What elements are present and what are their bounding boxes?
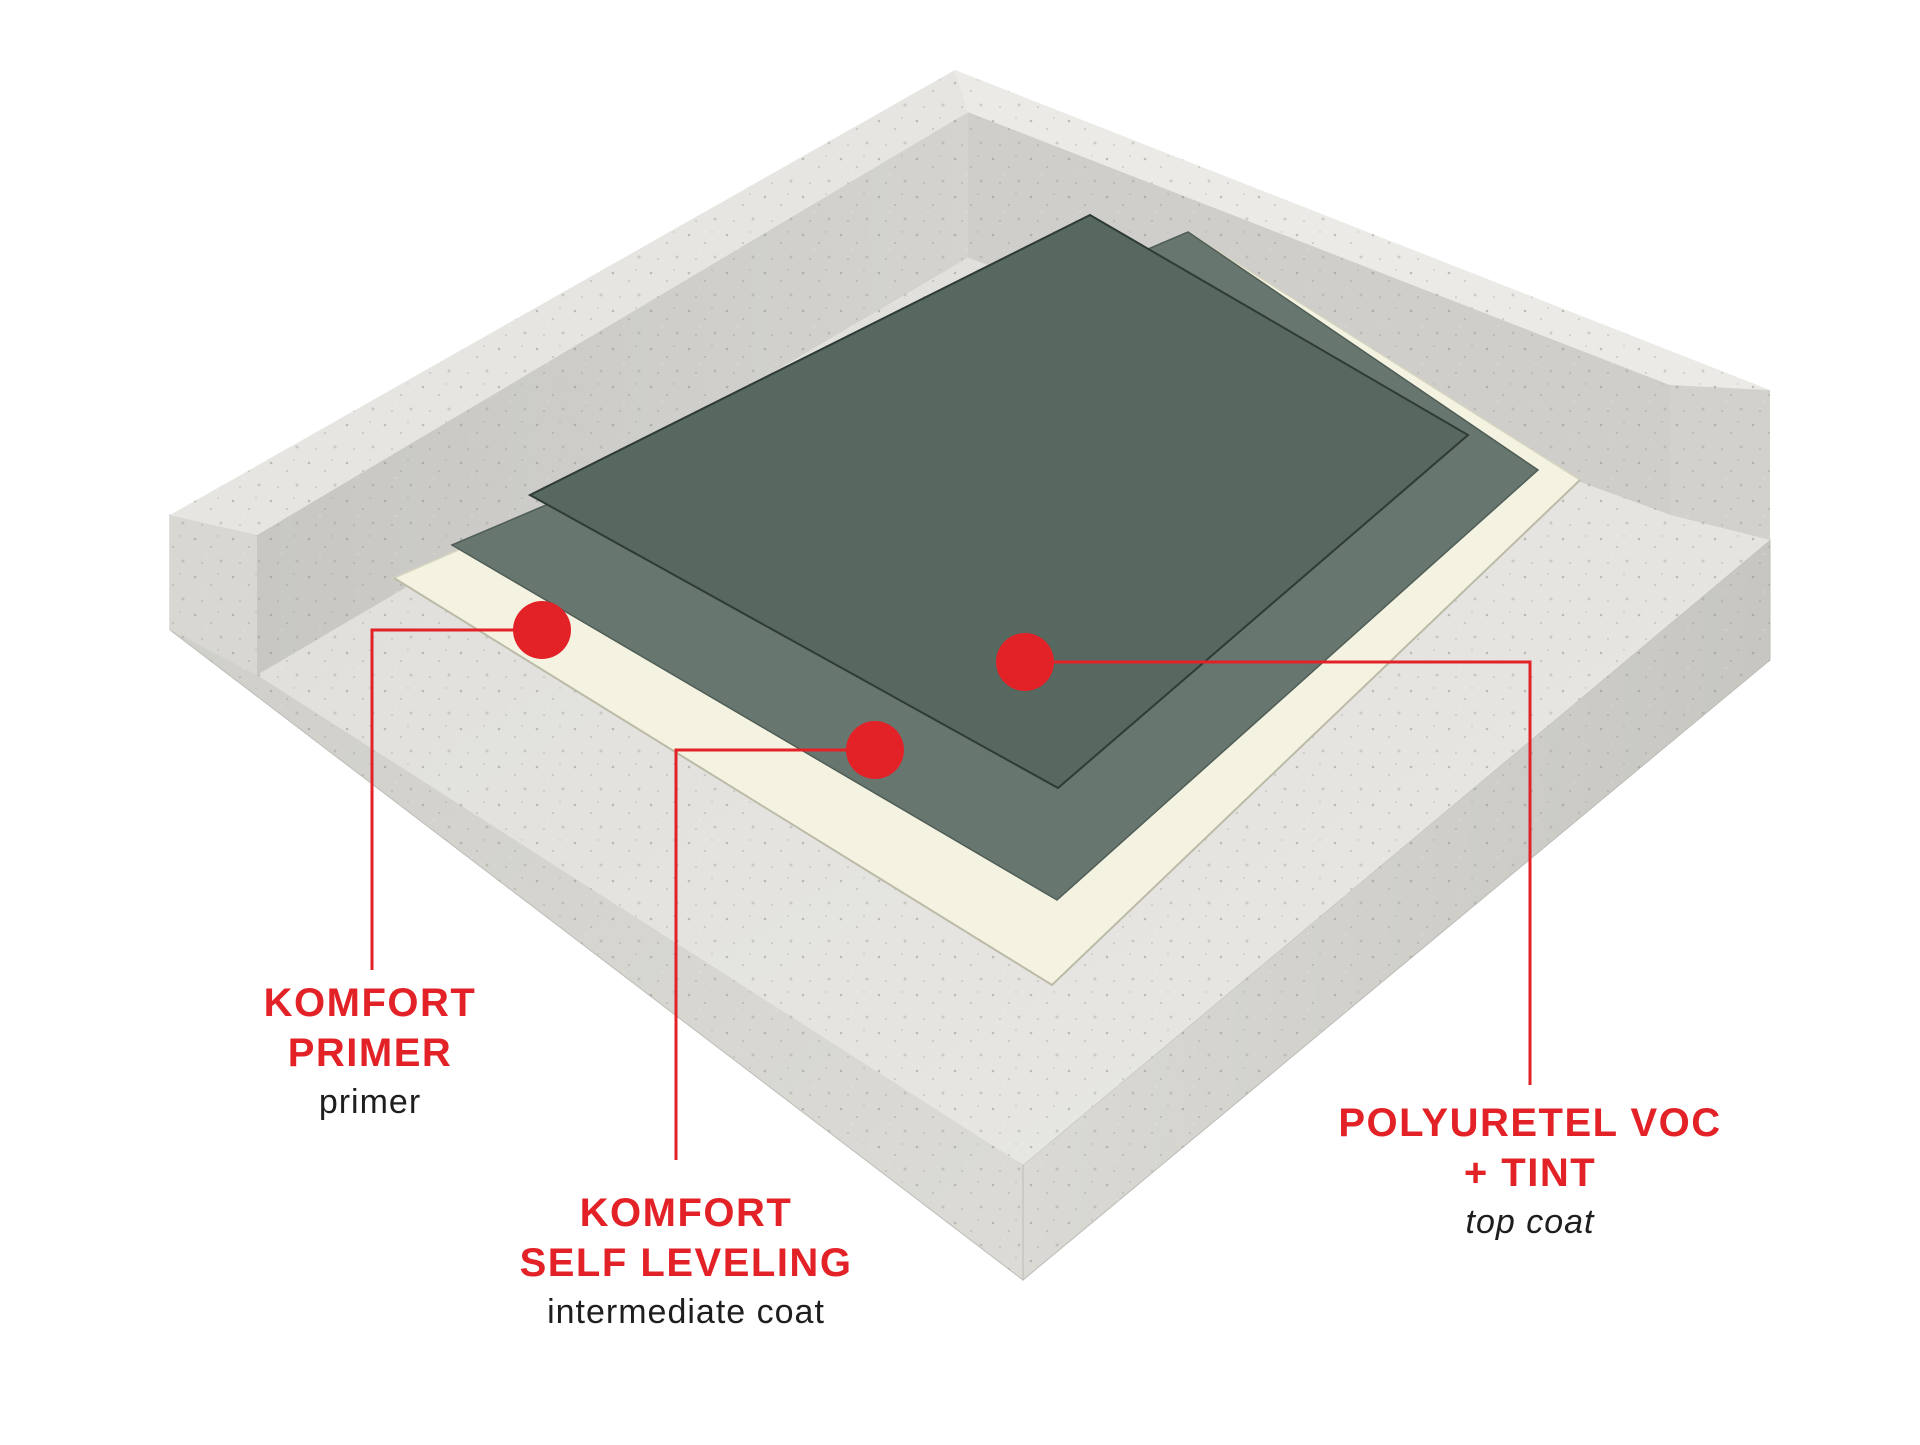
callouts bbox=[370, 601, 1532, 1160]
self-leveling-subtitle: intermediate coat bbox=[547, 1293, 825, 1331]
primer-callout-dot bbox=[513, 601, 571, 659]
top-coat-subtitle: top coat bbox=[1465, 1203, 1595, 1241]
top-coat-title-line-1: POLYURETEL VOC bbox=[1338, 1101, 1722, 1145]
self-leveling-callout-dot bbox=[846, 721, 904, 779]
primer-callout-line bbox=[370, 628, 542, 970]
top-coat-callout-dot bbox=[996, 633, 1054, 691]
top-coat-title-line-2: + TINT bbox=[1463, 1151, 1597, 1195]
self-leveling-callout-line bbox=[674, 748, 875, 1160]
self-leveling-title-line-1: KOMFORT bbox=[579, 1191, 793, 1235]
primer-label: KOMFORT PRIMER primer bbox=[264, 978, 477, 1126]
top-coat-callout-line bbox=[1025, 660, 1532, 1085]
primer-subtitle: primer bbox=[318, 1083, 422, 1121]
primer-layer-edge bbox=[393, 479, 1581, 987]
primer-title-line-2: PRIMER bbox=[287, 1031, 453, 1075]
self-leveling-title-line-2: SELF LEVELING bbox=[519, 1241, 853, 1285]
top-coat-layer bbox=[527, 213, 1470, 790]
primer-title-line-1: KOMFORT bbox=[263, 981, 477, 1025]
self-leveling-label: KOMFORT SELF LEVELING intermediate coat bbox=[520, 1188, 853, 1336]
top-coat-label: POLYURETEL VOC + TINT top coat bbox=[1338, 1098, 1721, 1246]
